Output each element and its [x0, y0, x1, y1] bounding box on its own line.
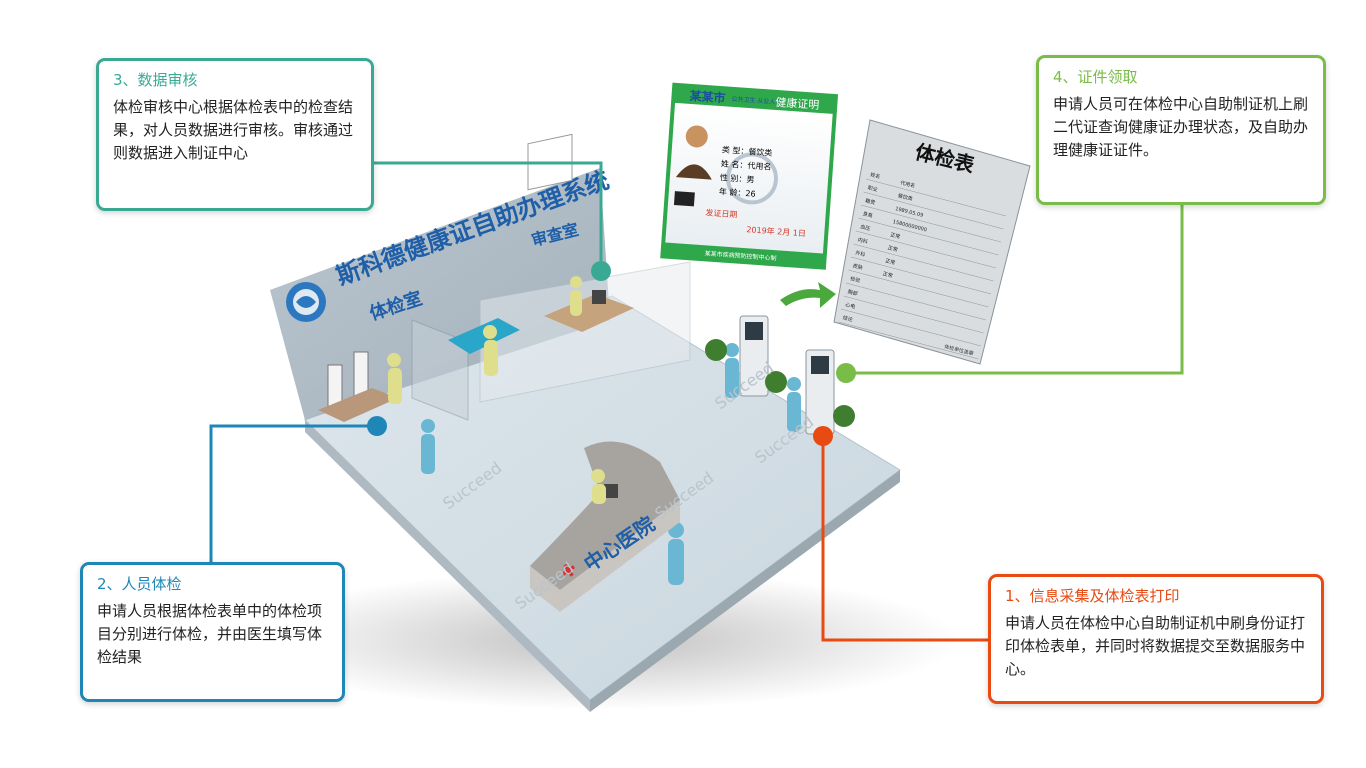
exam-form-row-line — [865, 178, 1007, 217]
exam-form-row-label: 内科 — [857, 236, 868, 245]
exam-form-row-label: 职业 — [867, 184, 878, 193]
exam-form-row-line — [845, 282, 987, 321]
exam-form-row-label: 结论 — [842, 314, 853, 323]
exam-form-row-label: 身高 — [862, 210, 873, 219]
step4-title: 4、证件领取 — [1053, 68, 1138, 86]
exam-form-row-line — [863, 191, 1004, 230]
exam-form-row-line — [843, 295, 984, 334]
callout-step4: 4、证件领取 申请人员可在体检中心自助制证机上刷二代证查询健康证办理状态，及自助… — [1036, 55, 1326, 205]
exam-form-row-label: 血压 — [860, 223, 871, 232]
svg-text:年 龄：26: 年 龄：26 — [719, 186, 756, 199]
cert-name-label: 姓 名： — [721, 158, 748, 170]
exam-form-row-label: 胸部 — [847, 288, 858, 297]
exam-form-row-value: 代用名 — [900, 179, 916, 189]
health-certificate: 某某市 公共卫生 从业人员 健康证明 类 型：餐饮类 姓 名：代用名 性 别：男… — [660, 82, 839, 270]
connector-step2 — [209, 424, 377, 562]
exam-form: 体检表 姓名代用名职业餐饮类籍贯1989.05.09身高15800000000血… — [833, 119, 1031, 365]
doctor-figure — [387, 353, 402, 404]
cert-sex-label: 性 别： — [720, 172, 747, 184]
connector-step3 — [374, 161, 603, 271]
exam-form-row-label: 籍贯 — [865, 197, 876, 206]
cert-name-value: 代用名 — [747, 160, 772, 172]
cert-issue-date: 2019年 2月 1日 — [746, 224, 806, 238]
exam-form-row-line — [848, 269, 989, 308]
cert-type-label: 类 型： — [722, 144, 749, 156]
exam-form-row-value: 正常 — [890, 231, 901, 240]
exam-form-row-value: 正常 — [882, 270, 893, 279]
reception-desk — [530, 441, 680, 612]
svg-text:性 别：男: 性 别：男 — [720, 172, 755, 184]
self-service-kiosk — [739, 315, 769, 397]
applicant-figure — [787, 377, 801, 432]
cert-header-sub: 公共卫生 从业人员 — [731, 95, 781, 106]
exam-form-row-line — [860, 204, 1002, 243]
callout-step1: 1、信息采集及体检表打印 申请人员在体检中心自助制证机中刷身份证打印体检表单，并… — [988, 574, 1324, 704]
step4-body: 申请人员可在体检中心自助制证机上刷二代证查询健康证办理状态，及自助办理健康证证件… — [1053, 95, 1309, 159]
marker-step1 — [813, 426, 833, 446]
exam-form-row-line — [838, 321, 979, 360]
step3-body: 体检审核中心根据体检表中的检查结果，对人员数据进行审核。审核通过则数据进入制证中… — [113, 98, 354, 162]
exam-form-row-value: 正常 — [885, 257, 896, 266]
cert-age-value: 26 — [745, 189, 756, 199]
connector-step4 — [846, 204, 1184, 375]
exam-form-row-line — [858, 217, 999, 256]
exam-form-row-value: 餐饮类 — [897, 192, 913, 202]
applicant-figure — [725, 343, 739, 398]
exam-bed — [448, 318, 520, 354]
step3-title: 3、数据审核 — [113, 71, 198, 89]
cert-sex-value: 男 — [746, 175, 755, 185]
self-service-kiosk — [805, 349, 835, 435]
exam-form-row-label: 外科 — [855, 249, 866, 258]
glass-wall — [479, 261, 691, 403]
cert-header-title: 健康证明 — [775, 95, 820, 112]
exam-form-row-line — [853, 243, 994, 282]
applicant-figure — [668, 522, 684, 585]
marker-step4 — [836, 363, 856, 383]
exam-form-row-line — [840, 308, 982, 347]
marker-step3 — [591, 261, 611, 281]
floor-edge-left — [305, 420, 590, 712]
exam-desk — [318, 388, 398, 422]
arrow-right-icon — [780, 282, 836, 308]
step1-body: 申请人员在体检中心自助制证机中刷身份证打印体检表单，并同时将数据提交至数据服务中… — [1005, 614, 1306, 678]
receptionist-figure — [591, 469, 606, 504]
step1-title: 1、信息采集及体检表打印 — [1005, 587, 1180, 605]
exam-form-row-label: 皮肤 — [852, 262, 863, 271]
step2-body: 申请人员根据体检表单中的体检项目分别进行体检，并由医生填写体检结果 — [97, 602, 323, 666]
exam-form-row-label: 心电 — [845, 301, 856, 310]
exam-form-row-line — [855, 230, 997, 269]
plant — [705, 339, 727, 361]
review-desk — [544, 294, 634, 332]
cert-type-value: 餐饮类 — [748, 146, 773, 158]
person-photo-icon — [675, 125, 712, 180]
plant — [765, 371, 787, 393]
connector-step1 — [821, 436, 988, 642]
monitor — [604, 484, 618, 498]
barcode — [673, 191, 695, 207]
exam-form-row-label: 姓名 — [870, 171, 881, 180]
applicant-figure — [421, 419, 435, 474]
exam-form-row-value: 正常 — [887, 244, 898, 253]
callout-step2: 2、人员体检 申请人员根据体检表单中的体检项目分别进行体检，并由医生填写体检结果 — [80, 562, 345, 702]
exam-form-row-label: 检验 — [850, 275, 861, 284]
monitor — [592, 290, 606, 304]
doctor-figure — [483, 325, 498, 376]
cert-age-label: 年 龄： — [719, 186, 746, 198]
cert-header-city: 某某市 — [689, 88, 726, 105]
exam-form-row-line — [850, 256, 992, 295]
callout-step3: 3、数据审核 体检审核中心根据体检表中的检查结果，对人员数据进行审核。审核通过则… — [96, 58, 374, 211]
step2-title: 2、人员体检 — [97, 575, 182, 593]
cert-issue-label: 发证日期 — [705, 207, 738, 219]
partition-screen — [411, 319, 469, 421]
svg-text:姓 名：代用名: 姓 名：代用名 — [721, 158, 772, 172]
marker-step2 — [367, 416, 387, 436]
plant — [833, 405, 855, 427]
eye-chart — [353, 351, 369, 397]
svg-text:类 型：餐饮类: 类 型：餐饮类 — [722, 144, 773, 158]
doctor-figure — [570, 276, 582, 316]
cdc-emblem — [725, 152, 778, 205]
